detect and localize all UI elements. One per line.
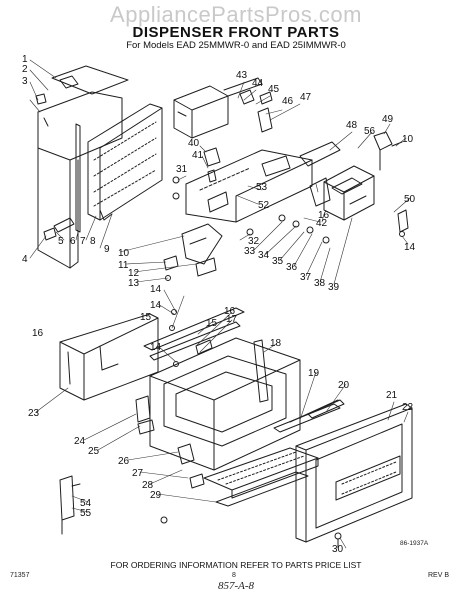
callout-2: 2 — [22, 64, 28, 75]
foam-insulation-panel — [87, 103, 163, 221]
revision: REV B — [428, 572, 450, 579]
callout-32: 32 — [248, 236, 260, 247]
callout-30: 30 — [332, 544, 344, 555]
callout-31: 31 — [176, 164, 188, 175]
callout-13: 13 — [128, 278, 140, 289]
callout-3: 3 — [22, 76, 28, 87]
callout-54: 54 — [80, 498, 92, 509]
callout-40: 40 — [188, 138, 200, 149]
callout-41: 41 — [192, 150, 204, 161]
callout-46: 46 — [282, 96, 294, 107]
ice-chute-duct — [59, 313, 159, 401]
callout-53: 53 — [256, 182, 268, 193]
page-title: DISPENSER FRONT PARTS — [132, 24, 340, 41]
callout-10: 10 — [402, 134, 414, 145]
callout-9: 9 — [104, 244, 110, 255]
callout-48: 48 — [346, 120, 358, 131]
callout-1: 1 — [22, 54, 28, 65]
callout-15: 15 — [140, 312, 152, 323]
callout-36: 36 — [286, 262, 298, 273]
callout-47: 47 — [300, 92, 312, 103]
callout-10: 10 — [118, 248, 130, 259]
callout-39: 39 — [328, 282, 340, 293]
callout-16: 16 — [32, 328, 44, 339]
back-panel — [35, 65, 129, 269]
upper-trim-strip — [143, 307, 245, 361]
watermark: AppliancePartsPros.com — [110, 2, 362, 27]
callout-26: 26 — [118, 456, 130, 467]
gasket-strip — [43, 123, 81, 241]
dispenser-housing — [185, 149, 313, 223]
callout-4: 4 — [22, 254, 28, 265]
callout-22: 22 — [402, 402, 414, 413]
callout-25: 25 — [88, 446, 100, 457]
callout-17: 17 — [226, 314, 238, 325]
ordering-footnote: FOR ORDERING INFORMATION REFER TO PARTS … — [110, 560, 362, 570]
callout-55: 55 — [80, 508, 92, 519]
callout-16: 16 — [224, 306, 236, 317]
figure-code: 86-1937A — [400, 540, 429, 547]
callout-38: 38 — [314, 278, 326, 289]
leader-lines — [29, 59, 411, 549]
callout-14: 14 — [150, 300, 162, 311]
callout-50: 50 — [404, 194, 416, 205]
callout-24: 24 — [74, 436, 86, 447]
callout-6: 6 — [70, 236, 76, 247]
page-number: 8 — [232, 572, 236, 579]
actuator-cam — [163, 223, 223, 277]
callout-11: 11 — [118, 260, 129, 271]
light-bar — [307, 399, 345, 419]
lens-strip — [253, 339, 269, 403]
callout-33: 33 — [244, 246, 256, 257]
handwritten-note: 857-A-8 — [217, 580, 255, 592]
callout-35: 35 — [272, 256, 284, 267]
drip-tray — [177, 443, 319, 507]
callout-7: 7 — [80, 236, 86, 247]
callout-5: 5 — [58, 236, 64, 247]
callout-23: 23 — [28, 408, 40, 419]
callout-34: 34 — [258, 250, 270, 261]
callout-8: 8 — [90, 236, 96, 247]
spring — [203, 147, 221, 183]
callout-21: 21 — [386, 390, 398, 401]
callout-28: 28 — [142, 480, 154, 491]
callout-15: 15 — [206, 318, 218, 329]
dispenser-frame — [135, 337, 301, 471]
callout-18: 18 — [270, 338, 282, 349]
screws — [160, 176, 405, 549]
mounting-clip — [59, 475, 81, 535]
callout-16: 16 — [318, 210, 330, 221]
callout-52: 52 — [258, 200, 270, 211]
page-code: 71357 — [10, 572, 30, 579]
model-subtitle: For Models EAD 25MMWR-0 and EAD 25IMMWR-… — [126, 40, 346, 51]
callout-12: 12 — [128, 268, 140, 279]
callout-37: 37 — [300, 272, 312, 283]
callout-43: 43 — [236, 70, 248, 81]
callout-44: 44 — [252, 78, 264, 89]
solenoid-bracket — [173, 77, 273, 139]
callout-14: 14 — [150, 284, 162, 295]
callout-14: 14 — [404, 242, 416, 253]
callout-29: 29 — [150, 490, 162, 501]
callout-49: 49 — [382, 114, 394, 125]
callout-19: 19 — [308, 368, 320, 379]
callout-45: 45 — [268, 84, 280, 95]
callout-27: 27 — [132, 468, 144, 479]
callout-42: 42 — [316, 218, 328, 229]
callout-56: 56 — [364, 126, 376, 137]
front-bezel — [295, 403, 413, 543]
callout-14: 14 — [150, 342, 162, 353]
switch-assembly — [323, 131, 409, 233]
dispenser-lever — [299, 141, 341, 207]
callout-20: 20 — [338, 380, 350, 391]
